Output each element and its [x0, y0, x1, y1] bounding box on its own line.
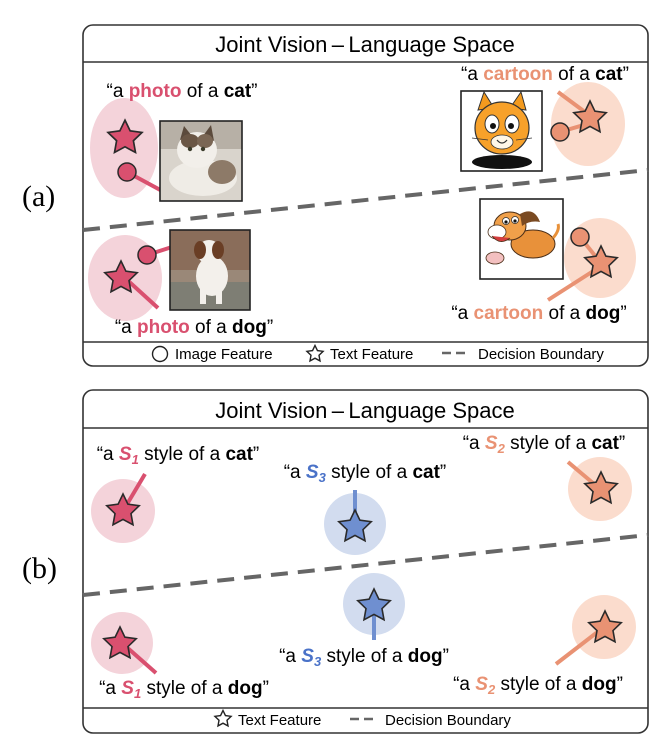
- legend-text-feature: Text Feature: [238, 712, 321, 729]
- cluster-photo-dog: [88, 235, 173, 321]
- cluster-cartoon-cat: [550, 82, 625, 166]
- decision-boundary-b: [82, 533, 649, 597]
- caption-s1-cat: “a S1 style of a cat”: [97, 444, 260, 467]
- legend-a: Image Feature Text Feature Decision Boun…: [151, 344, 604, 363]
- caption-s1-dog: “a S1 style of a dog”: [99, 678, 269, 701]
- image-feature-circle-icon: [137, 245, 157, 265]
- caption-photo-dog: “a photo of a dog”: [115, 317, 273, 338]
- dog-cartoon-image: [479, 198, 564, 280]
- cat-cartoon-image: [460, 90, 543, 172]
- image-feature-legend-icon: [151, 345, 169, 363]
- panel-b-frame: [82, 389, 649, 734]
- cluster-s3-dog: [343, 573, 405, 640]
- panel-b-label: (b): [22, 552, 57, 585]
- dog-photo-image: [169, 229, 251, 311]
- caption-s2-dog: “a S2 style of a dog”: [453, 674, 623, 697]
- cluster-s2-cat: [566, 457, 632, 521]
- legend-image-feature: Image Feature: [175, 346, 273, 363]
- caption-s3-dog: “a S3 style of a dog”: [279, 646, 449, 669]
- image-feature-circle-icon: [570, 227, 590, 247]
- decision-boundary-a: [82, 168, 649, 232]
- cluster-photo-cat: [90, 98, 165, 198]
- legend-text-feature: Text Feature: [330, 346, 413, 363]
- cluster-s1-dog: [91, 612, 158, 675]
- cluster-s3-cat: [324, 490, 386, 555]
- panel-a-label: (a): [22, 180, 55, 213]
- cluster-s1-cat: [91, 472, 155, 543]
- image-feature-circle-icon: [117, 162, 137, 182]
- caption-s3-cat: “a S3 style of a cat”: [284, 462, 447, 485]
- cluster-cartoon-dog: [546, 218, 636, 302]
- caption-s2-cat: “a S2 style of a cat”: [463, 433, 626, 456]
- legend-decision-boundary: Decision Boundary: [385, 712, 511, 729]
- caption-cartoon-dog: “a cartoon of a dog”: [451, 303, 626, 324]
- legend-b: Text Feature Decision Boundary: [214, 709, 511, 729]
- cluster-s2-dog: [554, 595, 636, 666]
- panel-a-title: Joint Vision – Language Space: [215, 32, 515, 57]
- caption-photo-cat: “a photo of a cat”: [107, 81, 258, 102]
- image-feature-circle-icon: [550, 122, 570, 142]
- panel-b-title: Joint Vision – Language Space: [215, 398, 515, 423]
- caption-cartoon-cat: “a cartoon of a cat”: [461, 64, 629, 85]
- cat-photo-image: [159, 120, 243, 202]
- legend-decision-boundary: Decision Boundary: [478, 346, 604, 363]
